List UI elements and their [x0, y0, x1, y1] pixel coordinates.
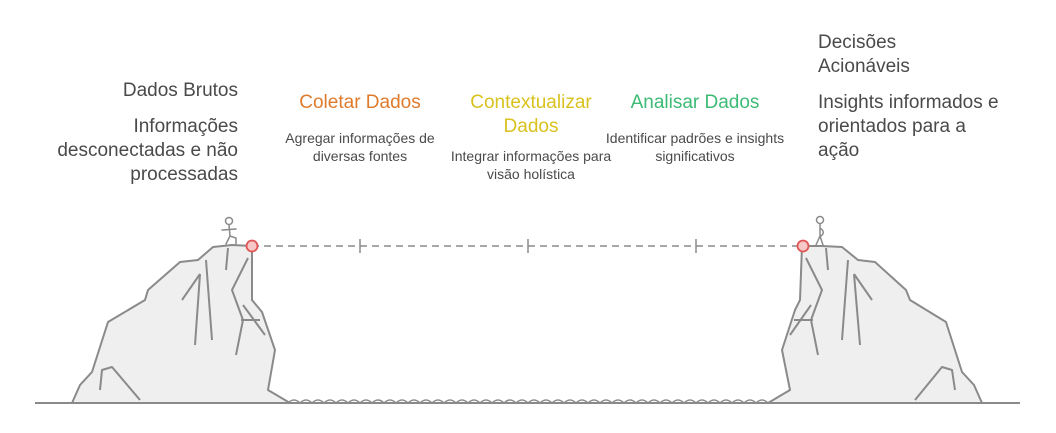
end-title: Decisões Acionáveis — [818, 32, 910, 77]
step-description: Identificar padrões e insights significa… — [605, 130, 785, 164]
step-title: Analisar Dados — [630, 92, 760, 113]
start-title: Dados Brutos — [122, 80, 238, 101]
left-standing-person-icon — [221, 216, 237, 246]
right-cliff — [767, 245, 983, 404]
step-contextualizar: Contextualizar Dados Integrar informaçõe… — [441, 91, 621, 183]
left-cliff — [71, 244, 291, 404]
step-title: Coletar Dados — [299, 92, 421, 113]
step-description: Agregar informações de diversas fontes — [285, 130, 435, 164]
step-title: Contextualizar Dados — [470, 92, 592, 137]
end-circle-marker-icon — [796, 239, 810, 253]
step-coletar: Coletar Dados Agregar informações de div… — [270, 91, 450, 165]
step-description: Integrar informações para visão holístic… — [450, 148, 612, 182]
step-analisar: Analisar Dados Identificar padrões e ins… — [605, 91, 785, 165]
water-waves — [287, 399, 769, 405]
end-description: Insights informados e orientados para a … — [818, 92, 999, 161]
start-description: Informações desconectadas e não processa… — [57, 116, 238, 185]
start-circle-marker-icon — [245, 239, 259, 253]
right-standing-person-icon — [815, 215, 825, 246]
